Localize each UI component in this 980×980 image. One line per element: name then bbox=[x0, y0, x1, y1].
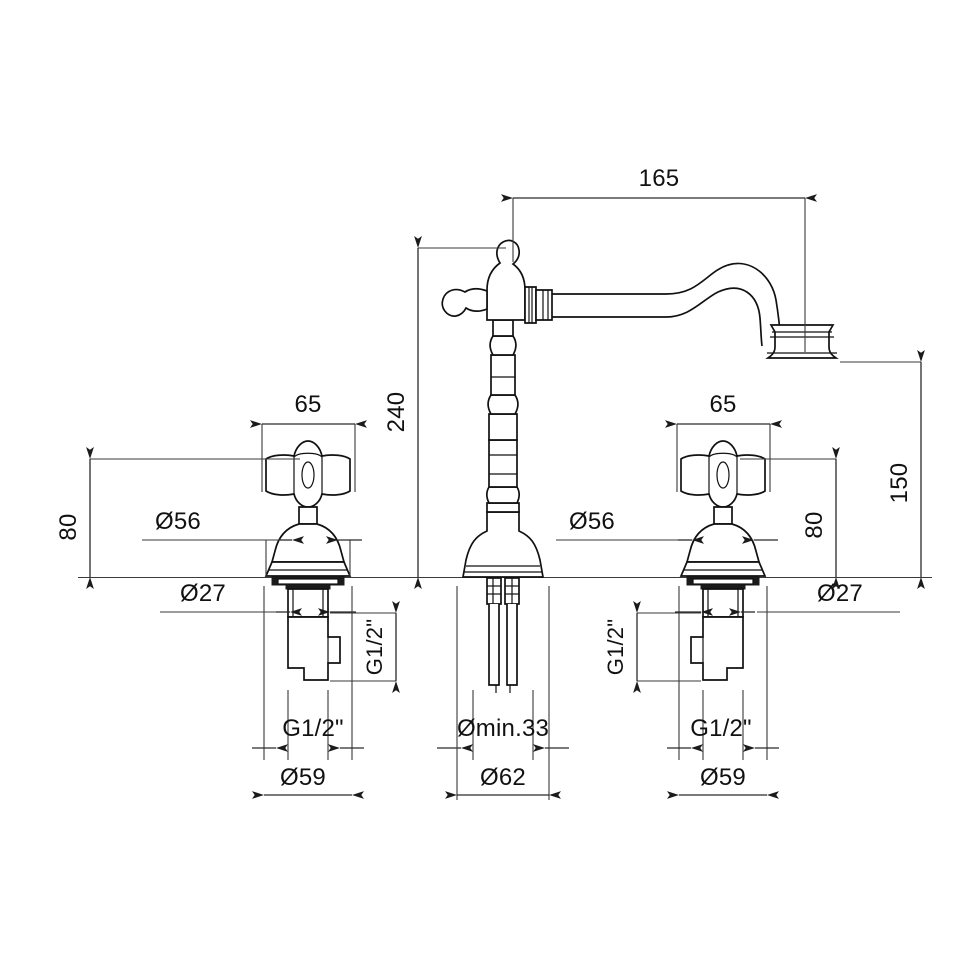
dim-label-dia59-left: Ø59 bbox=[280, 764, 326, 791]
dim-label-dia59-right: Ø59 bbox=[700, 764, 746, 791]
dim-thread-left-vertical: G1/2" bbox=[330, 601, 400, 693]
dim-label-165: 165 bbox=[639, 165, 680, 192]
dim-label-dia56-left: Ø56 bbox=[155, 508, 201, 535]
dim-dia62-center: Ø62 bbox=[445, 586, 561, 800]
dim-thread-right-lower: G1/2" bbox=[667, 690, 779, 760]
dim-label-240: 240 bbox=[383, 392, 410, 433]
dim-handle-width-right-65: 65 bbox=[665, 391, 782, 492]
dim-label-dia27-right: Ø27 bbox=[817, 580, 863, 607]
dim-label-150: 150 bbox=[886, 463, 913, 504]
left-valve-body bbox=[271, 576, 345, 681]
dim-thread-right-vertical: G1/2" bbox=[603, 601, 701, 693]
dim-dia27-left: Ø27 bbox=[160, 580, 356, 760]
dim-label-80-left: 80 bbox=[55, 513, 82, 540]
dim-spout-height-150: 150 bbox=[840, 350, 925, 589]
dim-dia59-right: Ø59 bbox=[667, 764, 779, 799]
dim-thread-left-lower: G1/2" bbox=[252, 690, 364, 760]
center-column-head bbox=[441, 239, 553, 324]
dim-total-height-240: 240 bbox=[383, 236, 506, 589]
dim-handle-width-left-65: 65 bbox=[250, 391, 367, 492]
center-supply-hoses bbox=[486, 577, 520, 693]
dim-label-dia56-center: Ø56 bbox=[569, 508, 615, 535]
dim-hole-min-33: Ømin.33 bbox=[437, 690, 569, 760]
dim-dia27-right: Ø27 bbox=[675, 580, 900, 760]
dim-label-80-right: 80 bbox=[801, 511, 828, 538]
dim-label-hole-min: Ømin.33 bbox=[457, 715, 549, 742]
dim-handle-height-left-80: 80 bbox=[55, 447, 300, 589]
dim-label-dia27-left: Ø27 bbox=[180, 580, 226, 607]
curved-swan-neck-spout bbox=[552, 262, 839, 359]
dim-handle-height-right-80: 80 bbox=[740, 447, 840, 589]
dim-label-thread-left-vertical: G1/2" bbox=[362, 619, 387, 676]
ornate-center-column bbox=[461, 319, 545, 578]
dim-label-65-right: 65 bbox=[709, 391, 736, 418]
dim-label-thread-left-lower: G1/2" bbox=[282, 715, 344, 742]
dim-label-65-left: 65 bbox=[294, 391, 321, 418]
dim-spout-reach-165: 165 bbox=[501, 165, 817, 352]
dim-dia56-left: Ø56 bbox=[142, 508, 362, 578]
dim-dia56-center: Ø56 bbox=[556, 508, 778, 544]
right-cross-handle bbox=[679, 440, 767, 577]
dim-dia59-left: Ø59 bbox=[252, 764, 364, 799]
dim-label-thread-right-lower: G1/2" bbox=[690, 715, 752, 742]
right-valve-body bbox=[686, 576, 760, 681]
dim-label-thread-right-vertical: G1/2" bbox=[603, 619, 628, 676]
dim-label-dia62-center: Ø62 bbox=[480, 764, 526, 791]
left-cross-handle bbox=[264, 440, 352, 577]
